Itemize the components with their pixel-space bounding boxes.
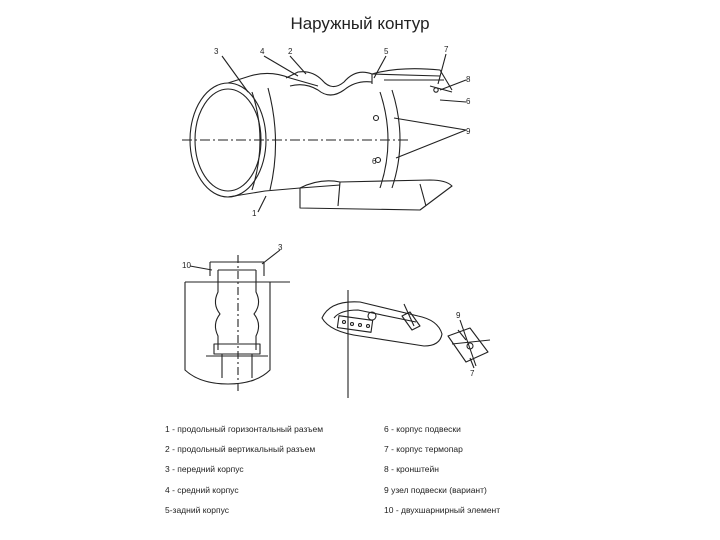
legend-item: 9 узел подвески (вариант) xyxy=(384,485,487,495)
callout-label: 1 xyxy=(252,209,257,218)
legend-item: 3 - передний корпус xyxy=(165,464,244,474)
legend-item: 1 - продольный горизонтальный разъем xyxy=(165,424,324,434)
callout-label: 7 xyxy=(444,45,449,54)
legend-item: 6 - корпус подвески xyxy=(384,424,461,434)
callout-label: 10 xyxy=(182,261,191,270)
suspension-node-view xyxy=(321,290,491,398)
callout-label: 9 xyxy=(466,127,471,136)
callout-label: 5 xyxy=(384,47,389,56)
callout-label: 7 xyxy=(470,369,475,378)
callout-label: 4 xyxy=(260,47,265,56)
legend-item: 8 - кронштейн xyxy=(384,464,439,474)
callout-labels: 3 4 2 5 7 8 6 9 1 6 10 3 9 7 xyxy=(182,45,475,378)
callout-label: 6 xyxy=(466,97,471,106)
callout-label: 2 xyxy=(288,47,293,56)
callout-label: 6 xyxy=(372,157,377,166)
casing-exploded-view xyxy=(182,53,467,213)
callout-label: 9 xyxy=(456,311,461,320)
legend-item: 10 - двухшарнирный элемент xyxy=(384,505,501,515)
callout-label: 3 xyxy=(214,47,219,56)
legend-item: 7 - корпус термопар xyxy=(384,444,463,454)
legend-item: 4 - средний корпус xyxy=(165,485,239,495)
slide-title: Наружный контур xyxy=(290,14,430,33)
legend-item: 2 - продольный вертикальный разъем xyxy=(165,444,316,454)
suspension-section-view xyxy=(184,249,290,392)
legend-item: 5-задний корпус xyxy=(165,505,229,515)
callout-label: 3 xyxy=(278,243,283,252)
callout-label: 8 xyxy=(466,75,471,84)
